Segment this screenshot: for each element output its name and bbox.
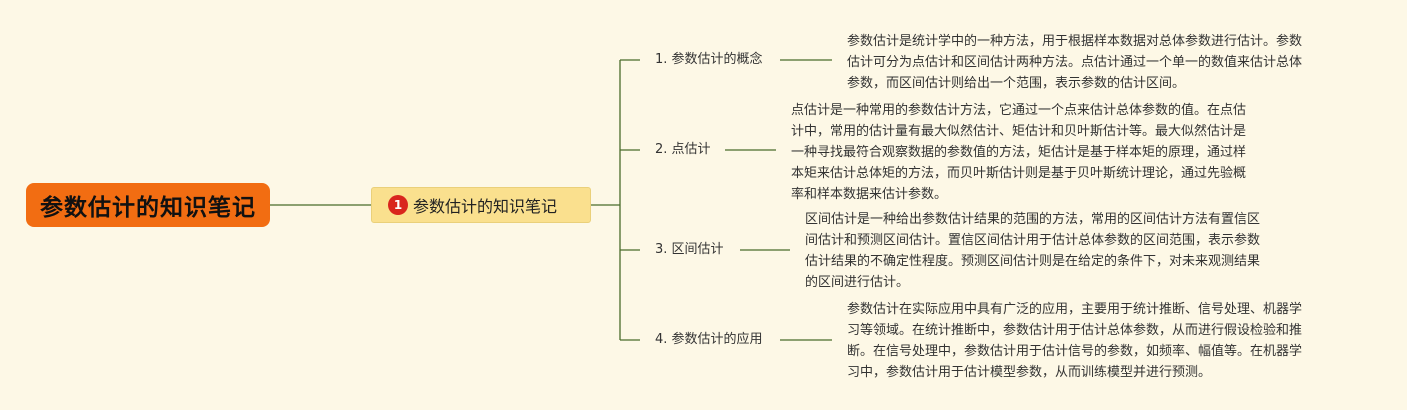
branch-label-point-estimation[interactable]: 2. 点估计 (655, 142, 711, 157)
desc-line: 一种寻找最符合观察数据的参数值的方法，矩估计是基于样本矩的原理，通过样 (791, 145, 1247, 160)
desc-line: 习等领域。在统计推断中，参数估计用于估计总体参数，从而进行假设检验和推 (847, 323, 1303, 338)
branch-desc-point-estimation: 点估计是一种常用的参数估计方法，它通过一个点来估计总体参数的值。在点估 计中，常… (791, 100, 1291, 205)
desc-line: 区间估计是一种给出参数估计结果的范围的方法，常用的区间估计方法有置信区 (805, 212, 1261, 227)
desc-line: 估计可分为点估计和区间估计两种方法。点估计通过一个单一的数值来估计总体 (847, 55, 1303, 70)
subtopic-title: 参数估计的知识笔记 (413, 197, 558, 216)
branch-desc-applications: 参数估计在实际应用中具有广泛的应用，主要用于统计推断、信号处理、机器学 习等领域… (847, 299, 1347, 383)
desc-line: 参数估计在实际应用中具有广泛的应用，主要用于统计推断、信号处理、机器学 (847, 302, 1303, 317)
branch-label-applications[interactable]: 4. 参数估计的应用 (655, 332, 763, 347)
desc-line: 本矩来估计总体矩的方法，而贝叶斯估计则是基于贝叶斯统计理论，通过先验概 (791, 166, 1247, 181)
desc-line: 的区间进行估计。 (805, 275, 910, 290)
desc-line: 习中，参数估计用于估计模型参数，从而训练模型并进行预测。 (847, 365, 1212, 380)
desc-line: 断。在信号处理中，参数估计用于估计信号的参数，如频率、幅值等。在机器学 (847, 344, 1303, 359)
desc-line: 率和样本数据来估计参数。 (791, 187, 948, 202)
root-topic[interactable]: 参数估计的知识笔记 (26, 183, 270, 227)
subtopic-node[interactable]: 1 参数估计的知识笔记 (371, 187, 591, 223)
branch-desc-concept: 参数估计是统计学中的一种方法，用于根据样本数据对总体参数进行估计。参数 估计可分… (847, 31, 1347, 94)
desc-line: 估计结果的不确定性程度。预测区间估计则是在给定的条件下，对未来观测结果 (805, 254, 1261, 269)
desc-line: 点估计是一种常用的参数估计方法，它通过一个点来估计总体参数的值。在点估 (791, 103, 1247, 118)
desc-line: 计中，常用的估计量有最大似然估计、矩估计和贝叶斯估计等。最大似然估计是 (791, 124, 1247, 139)
number-badge-icon: 1 (388, 195, 408, 215)
desc-line: 间估计和预测区间估计。置信区间估计用于估计总体参数的区间范围，表示参数 (805, 233, 1261, 248)
root-topic-title: 参数估计的知识笔记 (40, 195, 256, 221)
desc-line: 参数估计是统计学中的一种方法，用于根据样本数据对总体参数进行估计。参数 (847, 34, 1303, 49)
branch-label-concept[interactable]: 1. 参数估计的概念 (655, 52, 763, 67)
branch-label-interval-estimation[interactable]: 3. 区间估计 (655, 242, 724, 257)
desc-line: 参数，而区间估计则给出一个范围，表示参数的估计区间。 (847, 76, 1186, 91)
branch-desc-interval-estimation: 区间估计是一种给出参数估计结果的范围的方法，常用的区间估计方法有置信区 间估计和… (805, 209, 1305, 293)
